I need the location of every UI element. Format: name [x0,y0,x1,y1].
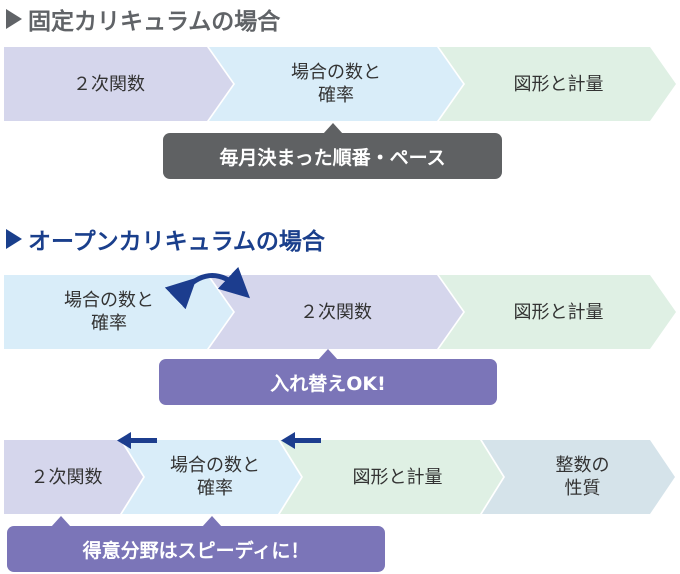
open-flow-row-speedy: ２次関数 場合の数と 確率 図形と計量 整数の 性質 [0,440,680,514]
speedy-flow-chevrons [4,440,675,514]
swap-step-1-label: 場合の数と 確率 [64,290,154,334]
fixed-callout: 毎月決まった順番・ペース [163,123,502,179]
fixed-flow-chevrons [4,47,676,121]
left-arrow-icon [281,432,321,449]
callout-pointer [323,123,343,134]
open-curriculum-title: オープンカリキュラムの場合 [28,229,325,255]
triangle-bullet-icon [6,9,22,29]
fixed-step-3-label: 図形と計量 [513,73,604,95]
speedy-step-2-shape [122,440,301,514]
fixed-callout-text: 毎月決まった順番・ペース [219,146,446,169]
speedy-step-1-shape [4,440,143,514]
left-arrow-icon [117,432,157,449]
speedy-callout-text: 得意分野はスピーディに！ [82,539,310,562]
speedy-step-4-shape [482,440,675,514]
swap-callout: 入れ替えOK! [159,349,497,405]
swap-step-3-label: 図形と計量 [513,301,604,323]
speedy-step-1-label: ２次関数 [30,466,103,488]
fixed-curriculum-title: 固定カリキュラムの場合 [28,9,281,35]
triangle-bullet-icon [6,229,22,249]
fixed-step-3-shape [439,47,676,121]
callout-pointer [51,516,71,527]
fixed-step-2-shape [209,47,463,121]
swap-step-3-shape [439,275,676,349]
fixed-step-2-label: 場合の数と 確率 [291,62,381,106]
swap-step-2-label: ２次関数 [300,301,372,323]
fixed-step-1-shape [4,47,233,121]
swap-callout-text: 入れ替えOK! [270,372,386,395]
fixed-step-1-label: ２次関数 [73,73,145,95]
swap-step-2-shape [209,275,463,349]
speedy-callout: 得意分野はスピーディに！ [7,516,385,572]
swap-arrow-icon [164,266,251,310]
callout-pointer [318,349,338,360]
speedy-step-4-label: 整数の 性質 [555,455,610,499]
open-curriculum-heading: オープンカリキュラムの場合 [6,222,325,256]
speedy-step-3-shape [280,440,503,514]
fixed-curriculum-heading: 固定カリキュラムの場合 [6,2,280,36]
fixed-flow-row: ２次関数 場合の数と 確率 図形と計量 [0,47,680,121]
speedy-step-3-label: 図形と計量 [352,466,443,488]
callout-pointer [202,516,222,527]
speedy-step-2-label: 場合の数と 確率 [170,455,260,499]
